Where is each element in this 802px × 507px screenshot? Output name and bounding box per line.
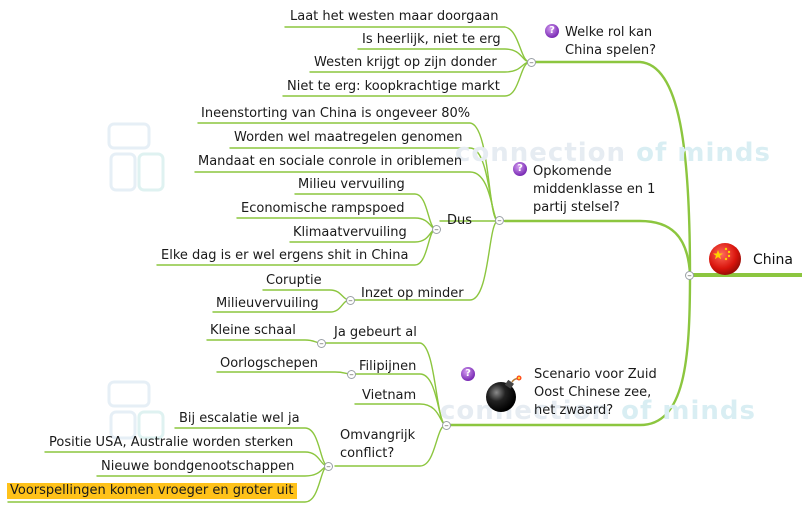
vietnam-line (354, 403, 447, 426)
leaf-node[interactable]: Coruptie (266, 273, 322, 288)
leaf-node[interactable]: Milieu vervuiling (298, 177, 405, 192)
collapse-toggle-omvangrijk[interactable]: – (324, 462, 333, 472)
watermark-faces-icon (107, 122, 165, 192)
leaf-line (216, 371, 352, 375)
collapse-toggle-ja[interactable]: – (317, 339, 326, 349)
branch-label-opkomende[interactable]: Opkomende middenklasse en 1 partij stels… (533, 164, 656, 215)
collapse-toggle-root[interactable]: – (685, 271, 694, 281)
leaf-node[interactable]: Westen krijgt op zijn donder (314, 55, 497, 70)
collapse-toggle-welke-rol[interactable]: – (527, 58, 536, 68)
branch-label-welke-rol[interactable]: Welke rol kan China spelen? (565, 25, 657, 58)
watermark-primary: connection (455, 138, 627, 168)
bomb-icon (486, 375, 522, 412)
leaf-node[interactable]: Economische rampspoed (241, 201, 405, 216)
leaf-node[interactable]: Niet te erg: koopkrachtige markt (287, 79, 500, 94)
question-icon: ? (545, 24, 559, 38)
leaf-node[interactable]: Laat het westen maar doorgaan (290, 9, 499, 24)
branch-welke-line (533, 60, 692, 277)
sub-node-vietnam[interactable]: Vietnam (362, 388, 417, 403)
branch-opkomende-line (503, 219, 692, 277)
collapse-toggle-scenario[interactable]: – (442, 421, 451, 431)
watermark-accent: of minds (621, 396, 756, 426)
leaf-node[interactable]: Positie USA, Australie worden sterken (49, 435, 294, 450)
sub-node-filipijnen[interactable]: Filipijnen (359, 359, 417, 374)
leaf-node[interactable]: Elke dag is er wel ergens shit in China (161, 248, 409, 263)
leaf-node-highlighted[interactable]: Voorspellingen komen vroeger en groter u… (7, 483, 297, 499)
watermark-logo-bottom (107, 380, 167, 440)
watermark-text-bottom: connection of minds (440, 396, 756, 426)
leaf-node[interactable]: Oorlogschepen (220, 356, 318, 371)
leaf-node[interactable]: Kleine schaal (210, 323, 296, 338)
sub-node-ja[interactable]: Ja gebeurt al (334, 325, 417, 340)
sub-node-dus[interactable]: Dus (447, 213, 473, 228)
leaf-node[interactable]: Worden wel maatregelen genomen (234, 130, 463, 145)
leaf-node[interactable]: Ineenstorting van China is ongeveer 80% (201, 106, 471, 121)
sub-node-inzet[interactable]: Inzet op minder (361, 286, 464, 301)
leaf-node[interactable]: Nieuwe bondgenootschappen (101, 459, 295, 474)
watermark-logo-top (107, 122, 167, 196)
root-label: China (753, 252, 793, 268)
leaf-node[interactable]: Klimaatvervuiling (293, 225, 407, 240)
watermark-accent: of minds (636, 138, 771, 168)
leaf-node[interactable]: Bij escalatie wel ja (179, 411, 300, 426)
leaf-node[interactable]: Mandaat en sociale conrole in oriblemen (198, 154, 463, 169)
branch-label-scenario[interactable]: Scenario voor Zuid Oost Chinese zee, het… (534, 367, 657, 418)
inzet-line (354, 220, 499, 301)
watermark-text-top: connection of minds (455, 138, 771, 168)
collapse-toggle-filipijnen[interactable]: – (347, 370, 356, 380)
question-icon: ? (513, 162, 527, 176)
collapse-toggle-dus[interactable]: – (432, 225, 441, 235)
watermark-faces-icon (107, 380, 165, 440)
leaf-line (206, 339, 322, 344)
leaf-node[interactable]: Milieuvervuiling (216, 296, 319, 311)
question-icon: ? (461, 367, 475, 381)
china-flag-icon (709, 243, 741, 275)
branch-scenario-line (448, 273, 692, 427)
leaf-node[interactable]: Is heerlijk, niet te erg (362, 32, 501, 47)
collapse-toggle-inzet[interactable]: – (346, 296, 355, 306)
sub-node-omvangrijk[interactable]: Omvangrijk conflict? (340, 428, 416, 461)
ja-line (324, 342, 447, 426)
watermark-primary: connection (440, 396, 612, 426)
collapse-toggle-opkomende[interactable]: – (495, 216, 504, 226)
